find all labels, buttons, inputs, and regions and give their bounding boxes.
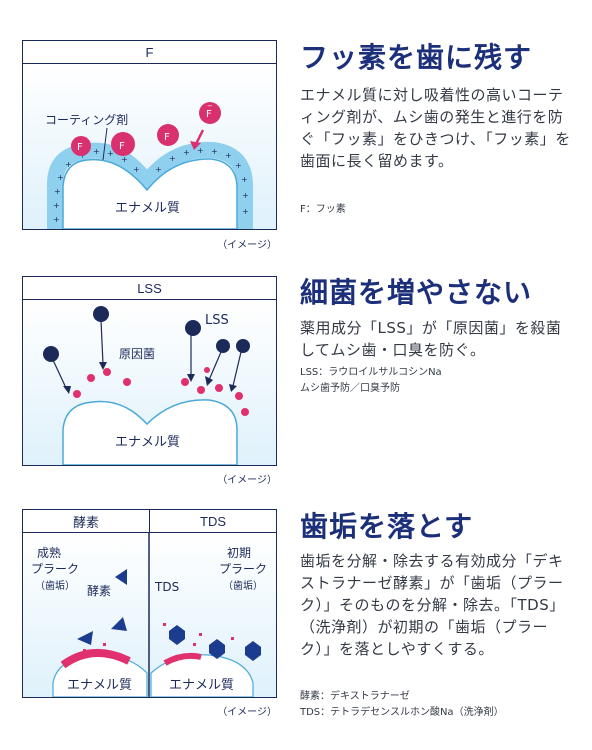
svg-text:+: +	[197, 146, 204, 155]
note-fluoride: F：フッ素	[300, 204, 346, 215]
image-note: （イメージ）	[217, 475, 277, 486]
fluoride-ion-2: F	[111, 132, 135, 156]
svg-text:+: +	[133, 165, 140, 174]
svg-text:F: F	[164, 132, 170, 143]
svg-text:+: +	[121, 155, 128, 164]
diagram-panel-plaque: 酵素 TDS	[22, 509, 277, 698]
plaque-layer-right	[163, 652, 202, 666]
plaque-early-label-2: プラーク	[219, 562, 267, 576]
note-plaque-1: 酵素：デキストラナーゼ	[300, 691, 410, 702]
enamel-label-left: エナメル質	[67, 678, 132, 693]
svg-text:+: +	[169, 154, 176, 163]
svg-text:+: +	[183, 148, 190, 157]
enzyme-label: 酵素	[87, 584, 111, 598]
bacteria-cluster	[73, 367, 249, 416]
note-lss-2: ムシ歯予防／口臭予防	[300, 383, 400, 394]
heading-fluoride: フッ素を歯に残す	[300, 41, 533, 74]
diagram-panel-lss: LSS LSS 原因菌 エナメル質	[22, 276, 277, 466]
svg-text:+: +	[225, 151, 232, 160]
panel-header: F	[23, 41, 276, 64]
panel-body: LSS 原因菌 エナメル質	[23, 300, 276, 466]
lss-arrows	[52, 319, 242, 391]
coating-plus-marks: +++++ +++++ +++++ +++++	[53, 146, 249, 224]
svg-text:+: +	[155, 165, 162, 174]
enamel-label-right: エナメル質	[169, 678, 234, 693]
svg-text:F: F	[206, 109, 212, 120]
svg-text:+: +	[242, 191, 249, 200]
note-plaque-2: TDS：テトラデセンスルホン酸Na（洗浄剤）	[300, 707, 504, 718]
enamel-label: エナメル質	[115, 201, 180, 216]
bacteria-label: 原因菌	[119, 347, 155, 361]
svg-text:+: +	[65, 160, 72, 169]
plaque-mature-label-3: （歯垢）	[35, 579, 75, 592]
panel-header-row: 酵素 TDS	[23, 510, 276, 533]
svg-text:+: +	[107, 149, 114, 158]
panel-body: 成熟 プラーク （歯垢） 酵素 TDS 初期 プラーク （歯垢） エナメル質 エ…	[23, 533, 276, 698]
tds-label: TDS	[154, 580, 179, 594]
plaque-diagram: 成熟 プラーク （歯垢） 酵素 TDS 初期 プラーク （歯垢） エナメル質 エ…	[31, 533, 267, 698]
enamel-shape	[62, 399, 238, 466]
svg-text:+: +	[57, 173, 64, 182]
diagram-panel-fluoride: F +++++ +++++ +++++ +++++ F	[22, 40, 277, 230]
arrowhead-icon	[190, 141, 201, 150]
lss-label: LSS	[205, 313, 229, 328]
description-fluoride: エナメル質に対し吸着性の高いコーティング剤が、ムシ歯の発生と進行を防ぐ「フッ素」…	[300, 86, 571, 170]
image-note: （イメージ）	[217, 240, 277, 251]
enamel-label: エナメル質	[115, 435, 180, 450]
heading-lss: 細菌を増やさない	[300, 276, 533, 309]
svg-text:+: +	[242, 207, 249, 216]
lss-diagram: LSS 原因菌 エナメル質	[43, 306, 250, 466]
note-lss-1: LSS：ラウロイルサルコシンNa	[300, 367, 442, 378]
heading-plaque: 歯垢を落とす	[300, 510, 474, 543]
coating-label: コーティング剤	[45, 112, 128, 127]
fluoride-diagram: +++++ +++++ +++++ +++++ F F F	[45, 102, 253, 230]
plaque-early-label-3: （歯垢）	[223, 579, 263, 592]
fluoride-ion-1: F	[71, 136, 91, 156]
fluoride-ion-3: F	[157, 124, 179, 146]
plaque-early-label-1: 初期	[227, 546, 251, 560]
svg-text:+: +	[241, 175, 248, 184]
description-plaque: 歯垢を分解・除去する有効成分「デキストラナーゼ酵素」が「歯垢（プラーク）」そのも…	[300, 552, 565, 658]
svg-text:−: −	[207, 102, 213, 110]
panel-header-enzyme: 酵素	[23, 510, 150, 533]
svg-text:F: F	[119, 141, 125, 152]
plaque-mature-label-2: プラーク	[31, 562, 79, 576]
svg-text:+: +	[211, 147, 218, 156]
image-note: （イメージ）	[217, 707, 277, 718]
svg-text:+: +	[53, 201, 60, 210]
coating-layer	[47, 141, 253, 229]
panel-header: LSS	[23, 277, 276, 300]
lss-molecules	[43, 306, 250, 394]
description-lss: 薬用成分「LSS」が「原因菌」を殺菌してムシ歯・口臭を防ぐ。	[300, 319, 562, 359]
svg-text:F: F	[77, 142, 83, 153]
leader-line	[102, 127, 108, 161]
svg-text:+: +	[54, 187, 61, 196]
tds-hexagons	[169, 625, 261, 661]
svg-text:+: +	[53, 215, 60, 224]
plaque-fragments	[83, 623, 234, 652]
plaque-mature-label-1: 成熟	[37, 545, 61, 560]
svg-text:+: +	[93, 147, 100, 156]
enzyme-triangles	[77, 569, 127, 645]
svg-text:+: +	[235, 161, 242, 170]
enamel-shape	[62, 158, 238, 230]
plaque-layer-left	[60, 648, 131, 669]
panel-header-tds: TDS	[150, 510, 276, 533]
fluoride-ion-free: F −	[199, 102, 221, 124]
panel-body: +++++ +++++ +++++ +++++ F F F	[23, 64, 276, 230]
